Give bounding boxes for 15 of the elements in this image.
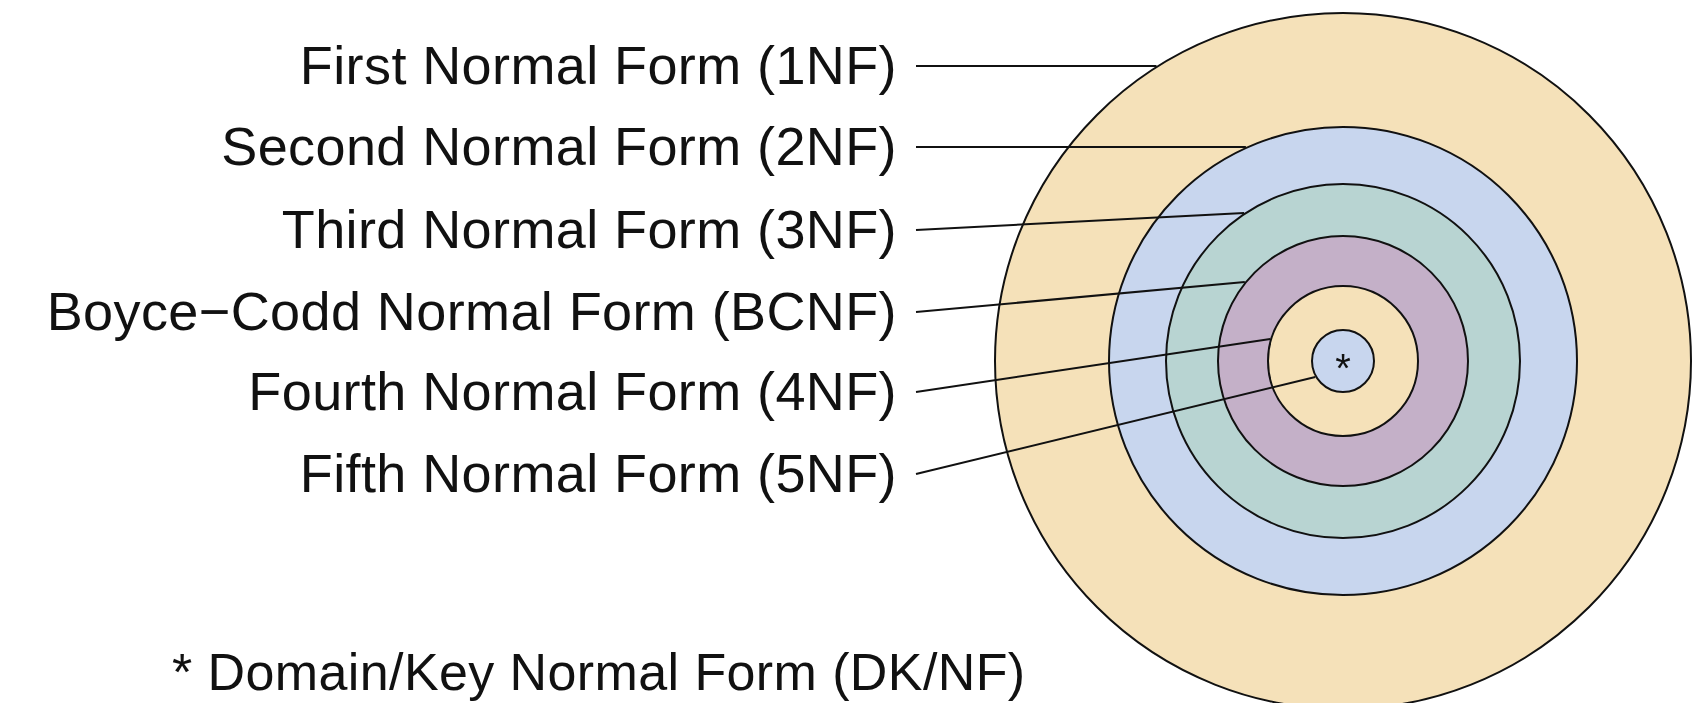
footnote: * Domain/Key Normal Form (DK/NF)	[172, 642, 1026, 702]
form-label: Fifth Normal Form (5NF)	[299, 444, 897, 504]
leader-line	[915, 376, 1317, 475]
form-label: Third Normal Form (3NF)	[281, 200, 897, 260]
leader-line	[915, 212, 1246, 231]
leader-line	[915, 281, 1246, 313]
asterisk: *	[1335, 348, 1351, 388]
leader-line	[915, 146, 1247, 148]
form-label: Boyce−Codd Normal Form (BCNF)	[46, 282, 897, 342]
form-label: Second Normal Form (2NF)	[221, 117, 897, 177]
leader-line	[915, 65, 1158, 67]
form-label: First Normal Form (1NF)	[299, 36, 897, 96]
leader-line	[915, 338, 1272, 393]
circle	[1311, 329, 1375, 393]
form-label: Fourth Normal Form (4NF)	[248, 362, 897, 422]
